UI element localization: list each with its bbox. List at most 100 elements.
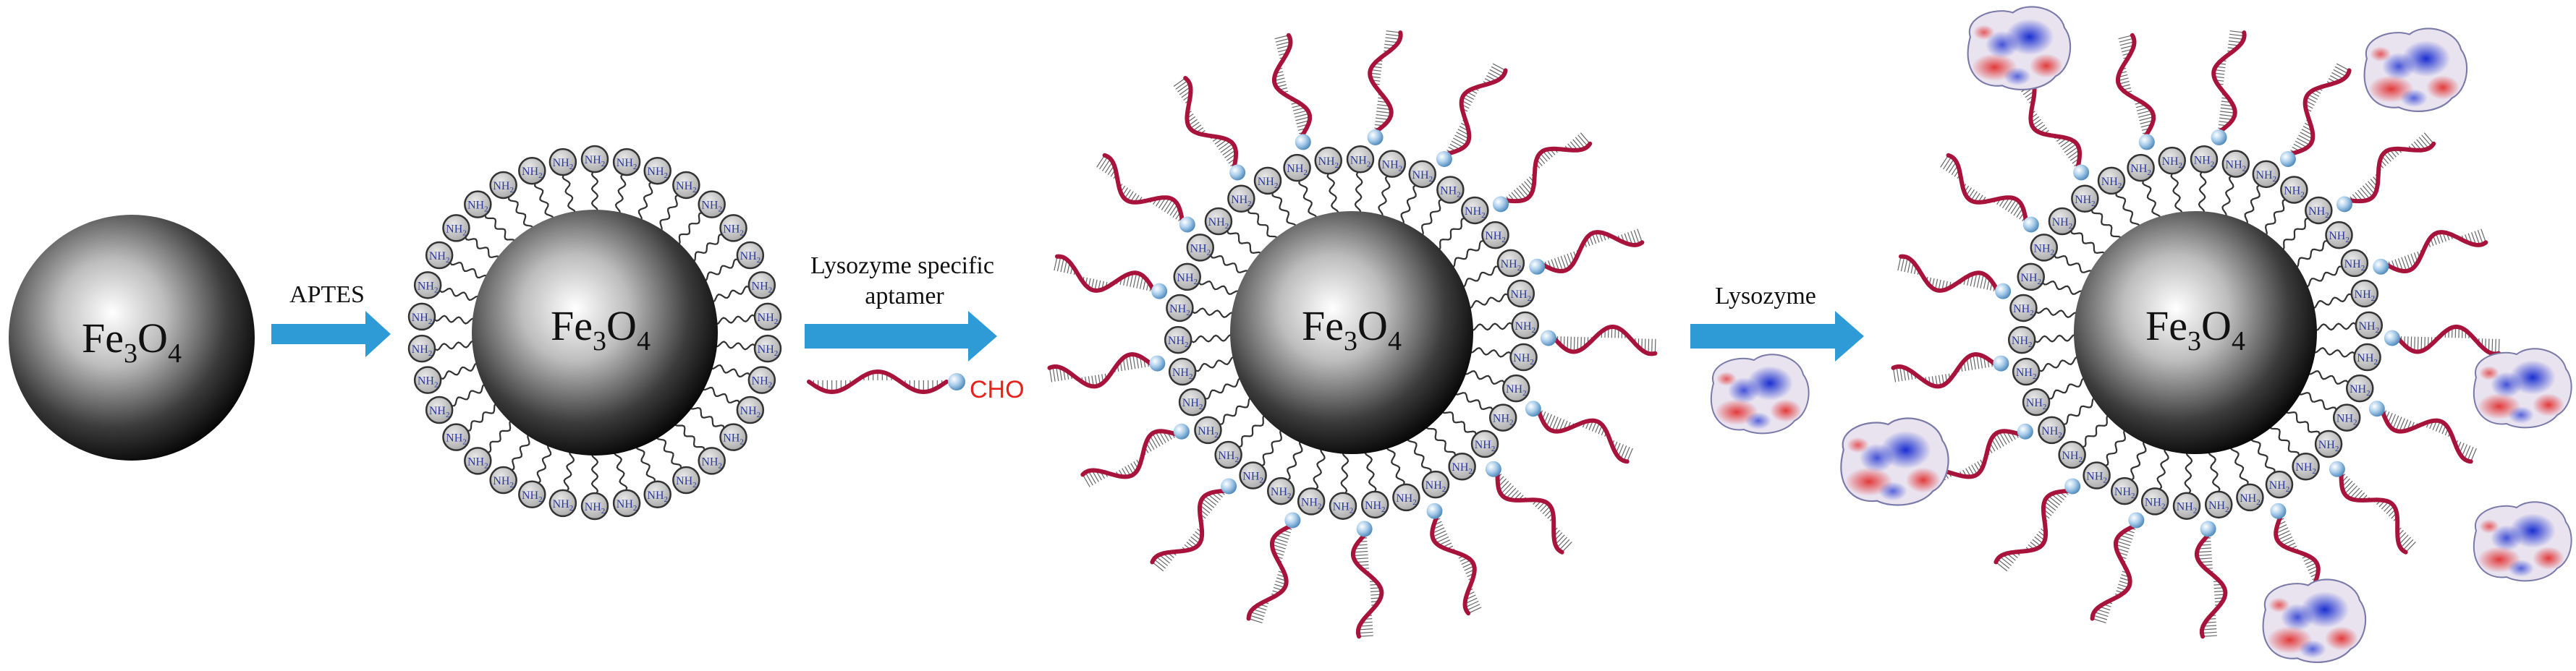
bead-icon (2279, 150, 2296, 167)
amine-label: NH2 (758, 312, 779, 326)
linker (1313, 445, 1326, 491)
amine-label: NH2 (2026, 397, 2047, 411)
amine-group: NH2 (2190, 145, 2219, 174)
amine-label: NH2 (1231, 194, 1252, 208)
amine-label: NH2 (740, 250, 761, 265)
linker (1462, 369, 1507, 385)
amine-label: NH2 (2194, 154, 2215, 168)
linker (2041, 280, 2085, 296)
aptamer-strand (2380, 409, 2477, 464)
linker (1468, 322, 1514, 332)
linker (2312, 322, 2358, 332)
linker (1340, 448, 1350, 495)
amine-group: NH2 (1421, 470, 1450, 499)
amine-group: NH2 (2012, 357, 2041, 386)
bead-icon (1426, 503, 1443, 519)
lysozyme-protein (1967, 6, 2072, 90)
amine-group: NH2 (442, 214, 470, 242)
aptamer-strand (1173, 76, 1239, 170)
aptamer-strand (1495, 471, 1572, 555)
linker (2268, 422, 2300, 458)
linker (1425, 422, 1457, 458)
amine-label: NH2 (758, 343, 779, 358)
amine-group: NH2 (2252, 160, 2281, 189)
amine-group: NH2 (548, 148, 577, 176)
linker (486, 419, 515, 453)
amine-group: NH2 (747, 366, 776, 394)
linker (708, 286, 751, 303)
linker (2208, 448, 2221, 494)
amine-label: NH2 (1382, 159, 1403, 174)
bead-icon (1356, 521, 1373, 537)
amine-label: NH2 (2318, 439, 2339, 453)
linker (1354, 170, 1363, 217)
amine-label: NH2 (585, 501, 606, 516)
amine-group: NH2 (1164, 325, 1192, 354)
amine-label: NH2 (429, 405, 450, 419)
linker (2184, 448, 2193, 495)
amine-label: NH2 (1493, 413, 1514, 427)
amine-group: NH2 (425, 396, 454, 424)
amine-label: NH2 (2177, 501, 2198, 516)
linker (2115, 190, 2141, 231)
bead-icon (2128, 512, 2145, 529)
linker (2302, 265, 2344, 288)
amine-group: NH2 (612, 148, 641, 176)
linker (2309, 293, 2354, 309)
amine-label: NH2 (1301, 496, 1322, 510)
aptamer-strand (1272, 33, 1313, 139)
amine-label: NH2 (418, 280, 438, 294)
aptamer-strand (1503, 132, 1593, 204)
amine-group: NH2 (2346, 374, 2374, 403)
amine-label: NH2 (1169, 303, 1190, 317)
aptamer-strand (1080, 429, 1179, 487)
amine-label: NH2 (2013, 303, 2034, 317)
bead-icon (1525, 401, 1541, 417)
linker (534, 181, 554, 223)
bead-icon (2017, 423, 2033, 440)
linker (700, 258, 740, 282)
aptamer-strand (1430, 514, 1482, 616)
amine-group: NH2 (2007, 325, 2036, 354)
amine-label: NH2 (1506, 383, 1527, 398)
cho-label: CHO (970, 376, 1025, 403)
aptamer-strand (807, 369, 949, 395)
linker (2229, 443, 2249, 487)
aptamer-strand (2116, 33, 2156, 139)
linker (1434, 217, 1467, 252)
step-label-line2: aptamer (865, 283, 944, 309)
amine-group: NH2 (1436, 176, 1465, 204)
amine-label: NH2 (2358, 320, 2379, 335)
amine-label: NH2 (2269, 479, 2290, 494)
bead-icon (1540, 330, 1556, 346)
lysozyme-protein (2473, 501, 2572, 582)
sphere (1230, 211, 1473, 454)
amine-label: NH2 (723, 223, 744, 237)
amine-group: NH2 (2048, 207, 2077, 236)
amine-group: NH2 (643, 480, 671, 509)
lysozyme-protein (1840, 417, 1949, 506)
amine-group: NH2 (736, 241, 765, 270)
aptamer-strand (1368, 30, 1403, 134)
amine-group: NH2 (464, 447, 492, 475)
arrow-icon (271, 311, 391, 357)
amine-group: NH2 (1361, 490, 1389, 519)
linker (614, 172, 627, 217)
amine-label: NH2 (2033, 242, 2054, 257)
linker (2033, 333, 2079, 343)
bead-icon (2373, 258, 2389, 275)
bead-icon (1492, 196, 1509, 213)
linker (449, 260, 490, 281)
bead-icon (2368, 401, 2385, 417)
linker (2261, 198, 2288, 237)
bead-icon (2138, 134, 2155, 150)
linker (2198, 170, 2207, 217)
amine-label: NH2 (2336, 413, 2357, 427)
aptamer-strand (1940, 153, 2029, 224)
step-label: Lysozyme (1715, 283, 1816, 309)
amine-label: NH2 (585, 154, 606, 168)
amine-group: NH2 (753, 302, 782, 331)
amine-group: NH2 (489, 171, 517, 200)
amine-label: NH2 (647, 166, 668, 180)
